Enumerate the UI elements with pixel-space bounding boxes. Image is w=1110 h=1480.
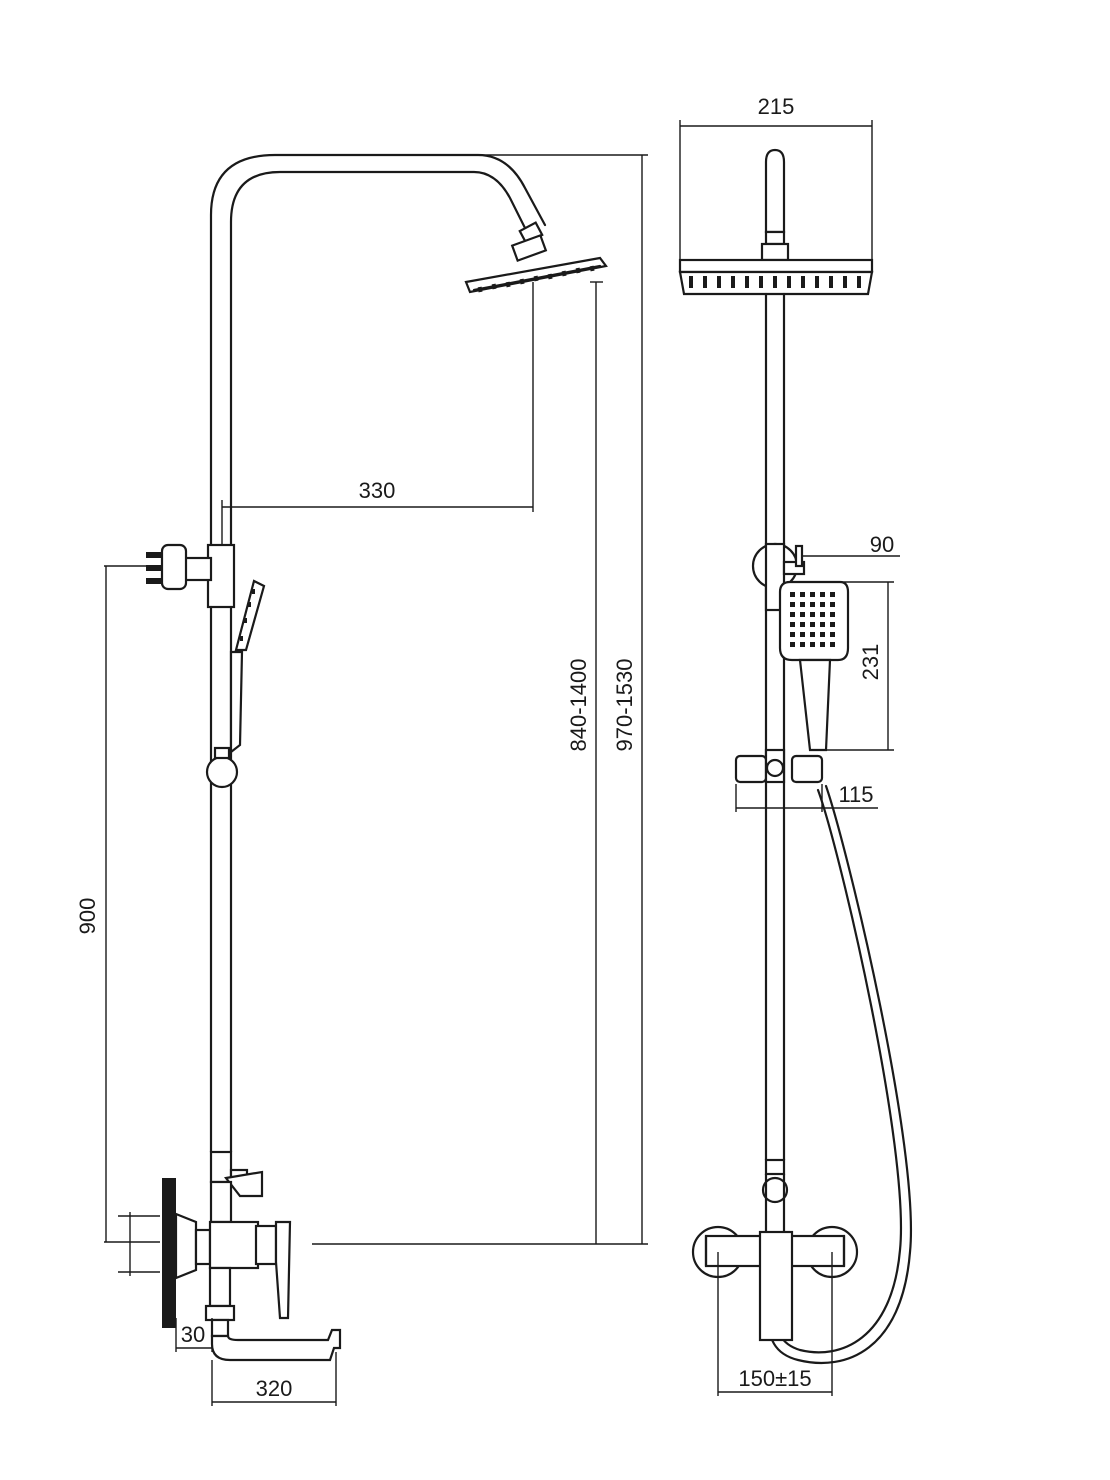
dim-hand-length: 231 [826, 581, 894, 751]
hand-shower-side [229, 579, 266, 755]
svg-text:840-1400: 840-1400 [566, 659, 591, 752]
dim-head-height: 840-1400 [566, 281, 603, 1244]
svg-text:90: 90 [870, 532, 894, 557]
dim-holder-height: 900 [75, 565, 160, 1276]
svg-text:30: 30 [181, 1322, 205, 1347]
slider-front [734, 748, 824, 784]
mixer-side [194, 1220, 292, 1338]
dim-head-width: 215 [679, 94, 873, 268]
dim-slider-width: 115 [735, 782, 878, 812]
overhead-shower-front [678, 258, 874, 296]
upper-bracket-front [751, 542, 806, 612]
wall-section [162, 1178, 198, 1328]
dim-spout-length: 320 [211, 1352, 337, 1406]
svg-text:320: 320 [256, 1376, 293, 1401]
riser-pipe-outer [209, 153, 547, 547]
dim-inlet-spacing: 150±15 [717, 1252, 833, 1396]
dim-total-height: 970-1530 [275, 154, 648, 1245]
svg-text:900: 900 [75, 898, 100, 935]
front-arm [764, 148, 786, 234]
dim-hand-depth: 90 [802, 532, 900, 557]
svg-text:150±15: 150±15 [738, 1366, 811, 1391]
upper-wall-bracket [146, 543, 236, 609]
dim-wall-offset: 30 [175, 1318, 213, 1352]
diverter-side [209, 1150, 264, 1224]
svg-text:330: 330 [359, 478, 396, 503]
overhead-shower-head [464, 221, 608, 294]
hose [774, 788, 902, 1354]
riser-pipe-inner [229, 170, 529, 547]
slider-knob-side [205, 755, 239, 789]
diverter-knob-front [761, 1176, 789, 1204]
hand-shower-front [778, 580, 850, 752]
side-view: 330 840-1400 970-1530 900 [75, 153, 648, 1406]
svg-text:215: 215 [758, 94, 795, 119]
svg-text:970-1530: 970-1530 [612, 659, 637, 752]
bath-spout [210, 1328, 342, 1362]
dim-arm-reach: 330 [221, 282, 534, 545]
front-view: 215 [678, 94, 912, 1396]
svg-text:115: 115 [838, 782, 873, 807]
svg-text:231: 231 [858, 644, 883, 681]
